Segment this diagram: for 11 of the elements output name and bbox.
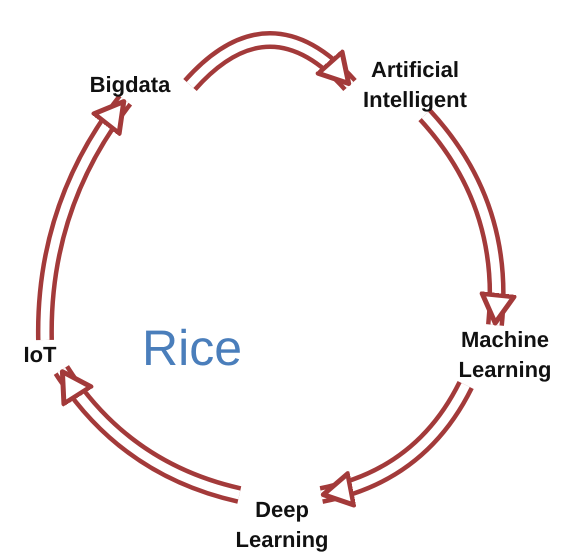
- block-arrow: [319, 380, 474, 506]
- block-arrow: [36, 94, 132, 340]
- center-title: Rice: [140, 319, 244, 378]
- block-arrow: [184, 31, 356, 92]
- block-arrow: [418, 109, 516, 326]
- node-label: IoT: [10, 340, 70, 370]
- node-label: Bigdata: [70, 70, 190, 100]
- node-label: Deep Learning: [222, 495, 342, 555]
- node-label: Machine Learning: [440, 325, 570, 385]
- node-label: Artificial Intelligent: [350, 55, 480, 115]
- block-arrow: [54, 364, 242, 504]
